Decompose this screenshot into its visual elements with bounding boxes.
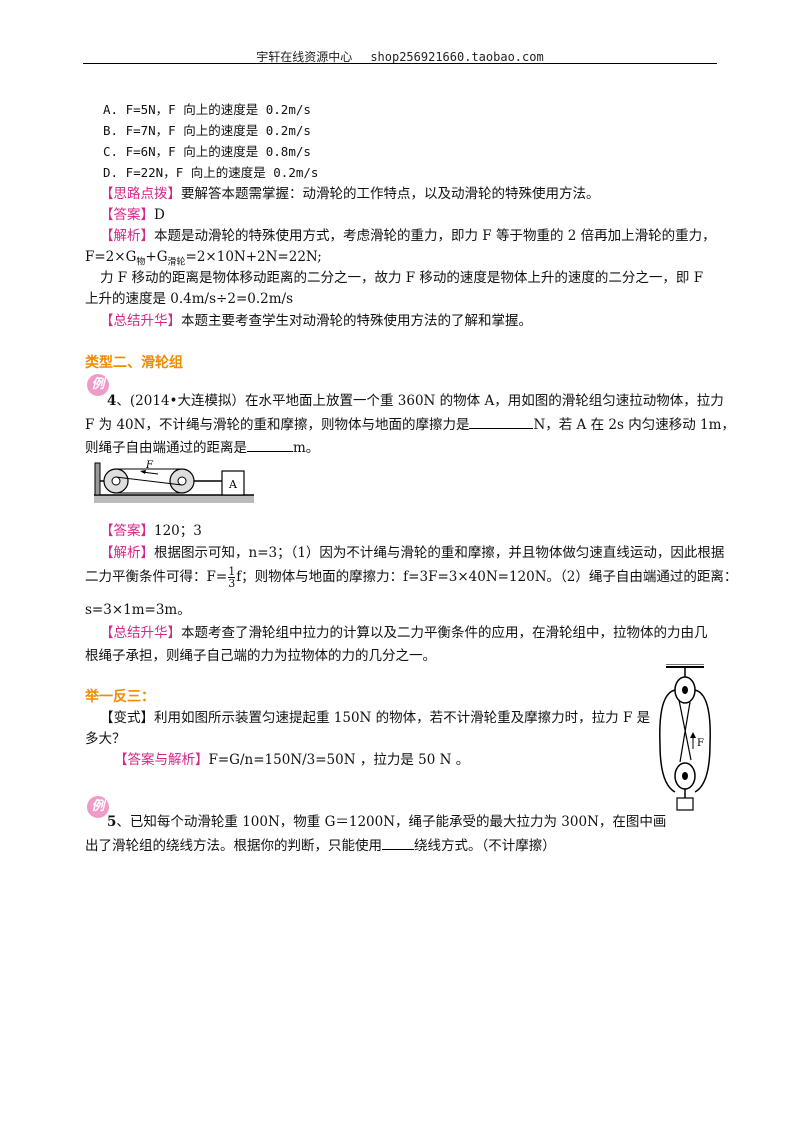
variant-line1: 【变式】利用如图所示装置匀速提起重 150N 的物体，若不计滑轮重及摩擦力时，拉…: [100, 710, 651, 726]
summary-tag: 【总结升华】: [100, 313, 181, 329]
example-badge-icon: 例: [87, 796, 109, 818]
answer-blank[interactable]: [469, 414, 534, 429]
ground: [94, 495, 254, 503]
q4-analysis-line3: s=3×1m=3m。: [85, 602, 191, 618]
summary-text: 本题主要考查学生对动滑轮的特殊使用方法的了解和掌握。: [181, 313, 532, 329]
header-shop-url: shop256921660.taobao.com: [370, 50, 544, 64]
example-badge-icon: 例: [87, 374, 109, 396]
weight: [676, 797, 694, 811]
q4-line1: 4、(2014•大连模拟）在水平地面上放置一个重 360N 的物体 A，用如图的…: [107, 393, 724, 409]
pulley-block-figure: A F: [94, 459, 254, 505]
answer-blank[interactable]: [247, 437, 293, 452]
answer-text: D: [154, 207, 165, 223]
q4-number: 4: [107, 393, 117, 409]
q4-answer: 【答案】120；3: [100, 523, 202, 539]
block-a: [221, 470, 245, 496]
q3-analysis-line3: 力 F 移动的距离是物体移动距离的二分之一，故力 F 移动的速度是物体上升的速度…: [100, 270, 704, 286]
svg-text:A: A: [228, 478, 238, 491]
q5-line2: 出了滑轮组的绕线方法。根据你的判断，只能使用绕线方式。（不计摩擦）: [85, 835, 556, 856]
svg-text:F: F: [145, 460, 154, 471]
q3-formula: F=2×G物+G滑轮=2×10N+2N=22N;: [85, 249, 322, 268]
option-b: B. F=7N，F 向上的速度是 0.2m/s: [103, 123, 311, 138]
header-rule: [83, 63, 717, 64]
wall: [94, 462, 101, 496]
analysis-text: 本题是动滑轮的特殊使用方式，考虑滑轮的重力，即力 F 等于物重的 2 倍再加上滑…: [154, 228, 716, 244]
q3-analysis-line4: 上升的速度是 0.4m/s÷2=0.2m/s: [85, 291, 293, 307]
section-title: 类型二、滑轮组: [85, 355, 183, 371]
q5-number: 5: [107, 814, 117, 830]
q3-analysis-line1: 【解析】本题是动滑轮的特殊使用方式，考虑滑轮的重力，即力 F 等于物重的 2 倍…: [100, 226, 716, 246]
q4-summary-line1: 【总结升华】本题考查了滑轮组中拉力的计算以及二力平衡条件的应用，在滑轮组中，拉物…: [100, 625, 708, 641]
variant-answer: 【答案与解析】F=G/n=150N/3=50N ，拉力是 50 N 。: [114, 752, 470, 768]
option-a: A. F=5N，F 向上的速度是 0.2m/s: [103, 102, 311, 117]
q5-line1: 5、已知每个动滑轮重 100N，物重 G＝1200N，绳子能承受的最大拉力为 3…: [107, 814, 667, 830]
q3-answer: 【答案】D: [100, 205, 165, 225]
option-c: C. F=6N，F 向上的速度是 0.8m/s: [103, 144, 311, 159]
variant-line2: 多大？: [85, 731, 126, 747]
q3-hint: 【思路点拨】要解答本题需掌握：动滑轮的工作特点，以及动滑轮的特殊使用方法。: [100, 184, 600, 204]
juyi-title: 举一反三：: [85, 689, 155, 705]
hint-tag: 【思路点拨】: [100, 186, 181, 202]
answer-tag: 【答案】: [100, 207, 154, 223]
q4-analysis-line1: 【解析】根据图示可知，n=3；（1）因为不计绳与滑轮的重和摩擦，并且物体做匀速直…: [100, 545, 725, 561]
answer-blank[interactable]: [382, 835, 414, 850]
analysis-tag: 【解析】: [100, 228, 154, 244]
svg-text:F: F: [697, 738, 704, 749]
q4-summary-line2: 根绳子承担，则绳子自己端的力为拉物体的力的几分之一。: [85, 648, 436, 664]
page-header: 宇轩在线资源中心 shop256921660.taobao.com: [0, 48, 800, 65]
header-site-name: 宇轩在线资源中心: [256, 50, 353, 64]
vertical-pulley-figure: F: [659, 664, 711, 811]
option-d: D. F=22N，F 向上的速度是 0.2m/s: [103, 165, 319, 180]
hint-text: 要解答本题需掌握：动滑轮的工作特点，以及动滑轮的特殊使用方法。: [181, 186, 600, 202]
q3-summary: 【总结升华】本题主要考查学生对动滑轮的特殊使用方法的了解和掌握。: [100, 311, 532, 331]
